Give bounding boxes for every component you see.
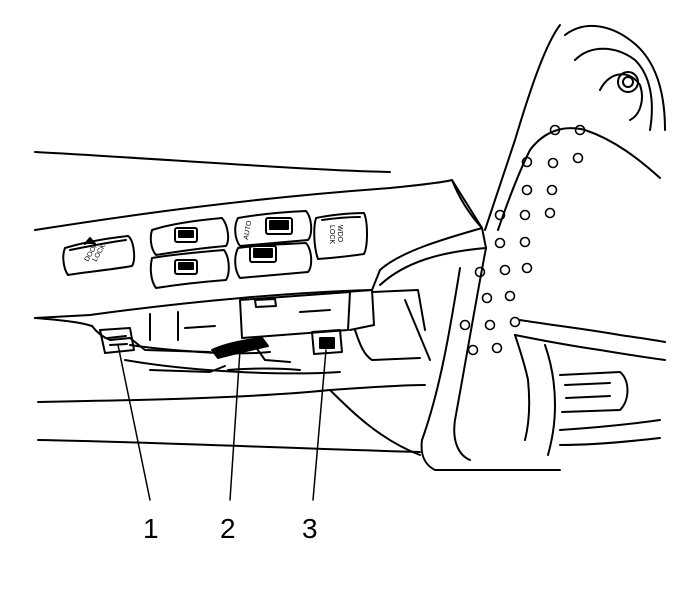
auto-label: AUTO [243, 220, 253, 241]
leader-lines [117, 344, 327, 501]
leader-line-1 [117, 344, 151, 501]
window-lock-button [313, 212, 368, 260]
window-switch-left-rear [149, 249, 230, 289]
connector-3 [311, 329, 343, 355]
callout-label-1: 1 [143, 513, 159, 544]
retaining-tab-2 [211, 337, 291, 363]
window-lock-label-line1: WDO [336, 225, 343, 243]
switch-housing-underside [91, 289, 431, 375]
leader-line-3 [312, 349, 327, 501]
connector-1 [99, 327, 135, 354]
callout-label-3: 3 [302, 513, 318, 544]
armrest-grip [420, 24, 666, 471]
callout-label-2: 2 [220, 513, 236, 544]
door-lock-switch [62, 235, 136, 276]
callout-labels: 1 2 3 [143, 513, 318, 544]
window-switch-right-front [234, 210, 313, 247]
window-switch-left-front [149, 217, 230, 256]
window-switch-right-rear [234, 242, 313, 279]
grip-dots [459, 124, 586, 356]
window-lock-label-line2: LOCK [328, 225, 335, 244]
door-trim-lines [34, 151, 426, 456]
leader-line-2 [229, 349, 241, 501]
